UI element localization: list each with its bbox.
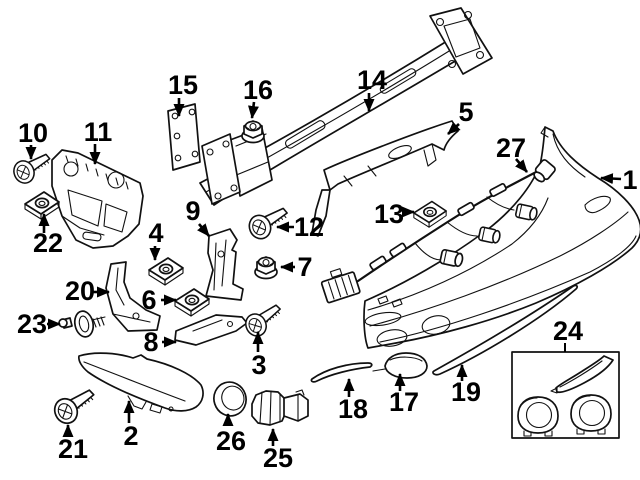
part-18-side-strip [310,362,373,383]
callout-label-4[interactable]: 4 [148,218,163,248]
part-25-pdc-sensor [251,389,309,426]
callout-label-11[interactable]: 11 [84,117,113,147]
callout-label-24[interactable]: 24 [553,316,583,346]
callout-label-13[interactable]: 13 [374,199,404,229]
callout-arrow-16 [248,101,259,119]
part-13-clip [413,200,447,228]
part-24-trim-kit-box [511,351,620,439]
callout-label-9[interactable]: 9 [185,196,200,226]
part-9-vertical-bracket [205,228,244,301]
part-27-wiring-harness [320,159,556,304]
callout-label-10[interactable]: 10 [18,118,48,148]
part-22-clip [24,191,60,220]
callout-label-15[interactable]: 15 [168,70,198,100]
part-12-screw [245,203,294,243]
part-15-mounting-plate [167,103,201,171]
callout-label-6[interactable]: 6 [141,285,156,315]
part-10-screw [9,150,56,187]
part-4-clip [148,257,184,286]
part-11-side-bracket [51,149,144,249]
callout-arrow-27 [515,158,528,173]
callout-label-16[interactable]: 16 [243,75,273,105]
callout-label-1[interactable]: 1 [622,165,637,195]
part-14-impact-bar [199,7,493,206]
callout-label-7[interactable]: 7 [297,252,312,282]
callout-label-12[interactable]: 12 [294,212,324,242]
callout-label-3[interactable]: 3 [251,350,266,380]
callout-label-17[interactable]: 17 [389,387,419,417]
part-1-bumper-cover [363,126,640,349]
callout-label-21[interactable]: 21 [58,434,88,464]
callout-label-8[interactable]: 8 [143,327,158,357]
part-26-blanking-cap [213,381,247,417]
callout-label-25[interactable]: 25 [263,443,293,473]
callout-label-18[interactable]: 18 [338,394,368,424]
callout-label-27[interactable]: 27 [496,133,526,163]
part-21-screw [49,385,102,428]
part-2-lower-trim [78,352,204,414]
callout-label-5[interactable]: 5 [458,97,473,127]
part-3-screw [241,300,288,341]
callout-arrow-1 [600,173,622,185]
callout-label-26[interactable]: 26 [216,426,246,456]
part-16-nut [241,120,265,144]
callout-arrow-9 [197,223,210,237]
callout-label-2[interactable]: 2 [123,421,138,451]
part-20-side-trim [105,261,161,332]
callout-label-20[interactable]: 20 [65,276,95,306]
callout-label-19[interactable]: 19 [451,377,481,407]
part-19-lower-strip [432,284,579,376]
part-5-shield-bracket [311,120,459,237]
part-23-expansion-rivet [58,310,106,338]
part-7-nut [254,256,278,280]
callout-arrow-5 [447,121,461,135]
callout-label-23[interactable]: 23 [17,309,47,339]
callout-label-22[interactable]: 22 [33,228,63,258]
callout-label-14[interactable]: 14 [357,65,387,95]
part-8-support-bracket [174,314,248,346]
part-6-clip [174,288,210,317]
